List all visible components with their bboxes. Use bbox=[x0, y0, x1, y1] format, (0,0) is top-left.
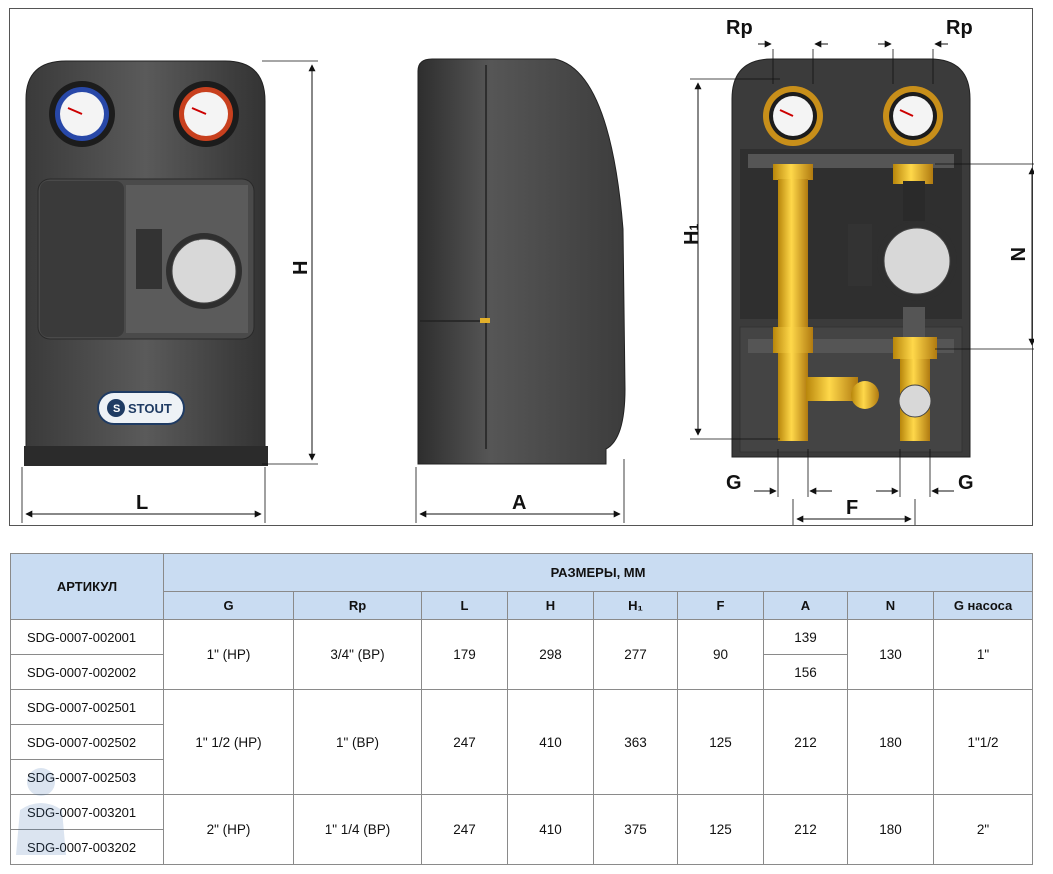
internal-view: Rp Rp H1 N G G F bbox=[681, 17, 1034, 525]
dim-l: L bbox=[136, 492, 148, 514]
header-article: АРТИКУЛ bbox=[10, 553, 164, 620]
header-l: L bbox=[421, 591, 508, 620]
brand-logo: S STOUT bbox=[97, 391, 185, 425]
table-row: SDG-0007-003202 bbox=[10, 829, 1033, 865]
article-cell: SDG-0007-002002 bbox=[10, 654, 164, 690]
svg-text:STOUT: STOUT bbox=[128, 401, 172, 416]
technical-drawing-svg: ✕ S STOUT H L bbox=[21, 17, 1034, 525]
a-cell: 156 bbox=[763, 654, 848, 690]
a-cell: 139 bbox=[763, 619, 848, 655]
dim-rp-left: Rp bbox=[726, 17, 753, 39]
table-row: SDG-0007-002001 1" (НР) 3/4" (ВР) 179 29… bbox=[10, 619, 1034, 690]
n-cell: 180 bbox=[847, 794, 934, 865]
f-cell: 90 bbox=[677, 619, 764, 690]
dim-h1: H1 bbox=[681, 224, 703, 245]
g-cell: 1" 1/2 (НР) bbox=[163, 689, 294, 795]
dim-g-right: G bbox=[958, 472, 974, 494]
table-row: SDG-0007-002502 bbox=[10, 724, 1033, 760]
front-view: ✕ S STOUT H L bbox=[21, 60, 318, 523]
g-cell: 2" (НР) bbox=[163, 794, 294, 865]
n-cell: 130 bbox=[847, 619, 934, 690]
n-cell: 180 bbox=[847, 689, 934, 795]
h-cell: 410 bbox=[507, 689, 594, 795]
side-view: A bbox=[415, 58, 626, 523]
g-cell: 1" (НР) bbox=[163, 619, 294, 690]
a-cell: 212 bbox=[763, 689, 848, 795]
rp-cell: 1" 1/4 (ВР) bbox=[293, 794, 422, 865]
article-cell: SDG-0007-002001 bbox=[10, 619, 164, 655]
gauge-icon bbox=[49, 81, 115, 147]
dim-n: N bbox=[1006, 247, 1028, 261]
header-n: N bbox=[847, 591, 934, 620]
h-cell: 410 bbox=[507, 794, 594, 865]
dim-h: H bbox=[290, 261, 312, 275]
header-f: F bbox=[677, 591, 764, 620]
l-cell: 247 bbox=[421, 689, 508, 795]
dimensions-table: АРТИКУЛ РАЗМЕРЫ, ММ G Rp L H H₁ F A N G … bbox=[10, 553, 1034, 865]
table-row: SDG-0007-002501 1" 1/2 (НР) 1" (ВР) 247 … bbox=[10, 689, 1034, 795]
table-row: SDG-0007-002503 bbox=[10, 759, 1033, 795]
h1-cell: 363 bbox=[593, 689, 678, 795]
pump-mark: ✕ bbox=[195, 237, 199, 243]
g-pump-cell: 1"1/2 bbox=[932, 689, 1034, 795]
dim-a: A bbox=[512, 492, 526, 514]
dim-f: F bbox=[846, 497, 858, 519]
header-g-pump: G насоса bbox=[932, 591, 1034, 620]
header-g: G bbox=[163, 591, 294, 620]
h1-cell: 375 bbox=[593, 794, 678, 865]
g-pump-cell: 1" bbox=[932, 619, 1034, 690]
article-cell: SDG-0007-002501 bbox=[10, 689, 164, 725]
gauge-icon bbox=[763, 86, 823, 146]
l-cell: 179 bbox=[421, 619, 508, 690]
table-row: SDG-0007-003201 2" (НР) 1" 1/4 (ВР) 247 … bbox=[10, 794, 1034, 865]
l-cell: 247 bbox=[421, 794, 508, 865]
header-h: H bbox=[507, 591, 594, 620]
watermark-icon bbox=[16, 768, 66, 855]
dim-g-left: G bbox=[726, 472, 742, 494]
article-cell: SDG-0007-002503 bbox=[10, 759, 164, 795]
article-cell: SDG-0007-003202 bbox=[10, 829, 164, 865]
article-cell: SDG-0007-002502 bbox=[10, 724, 164, 760]
dim-rp-right: Rp bbox=[946, 17, 973, 39]
rp-cell: 1" (ВР) bbox=[293, 689, 422, 795]
header-rp: Rp bbox=[293, 591, 422, 620]
h1-cell: 277 bbox=[593, 619, 678, 690]
header-dimensions: РАЗМЕРЫ, ММ bbox=[162, 553, 1034, 592]
rp-cell: 3/4" (ВР) bbox=[293, 619, 422, 690]
header-h1: H₁ bbox=[593, 591, 678, 620]
f-cell: 125 bbox=[677, 794, 764, 865]
svg-text:S: S bbox=[113, 403, 120, 415]
gauge-icon bbox=[883, 86, 943, 146]
header-a: A bbox=[763, 591, 848, 620]
product-drawing: ✕ S STOUT H L bbox=[9, 8, 1034, 526]
h-cell: 298 bbox=[507, 619, 594, 690]
table-row: SDG-0007-002002 156 bbox=[10, 654, 1033, 690]
a-cell: 212 bbox=[763, 794, 848, 865]
gauge-icon bbox=[173, 81, 239, 147]
g-pump-cell: 2" bbox=[932, 794, 1034, 865]
f-cell: 125 bbox=[677, 689, 764, 795]
